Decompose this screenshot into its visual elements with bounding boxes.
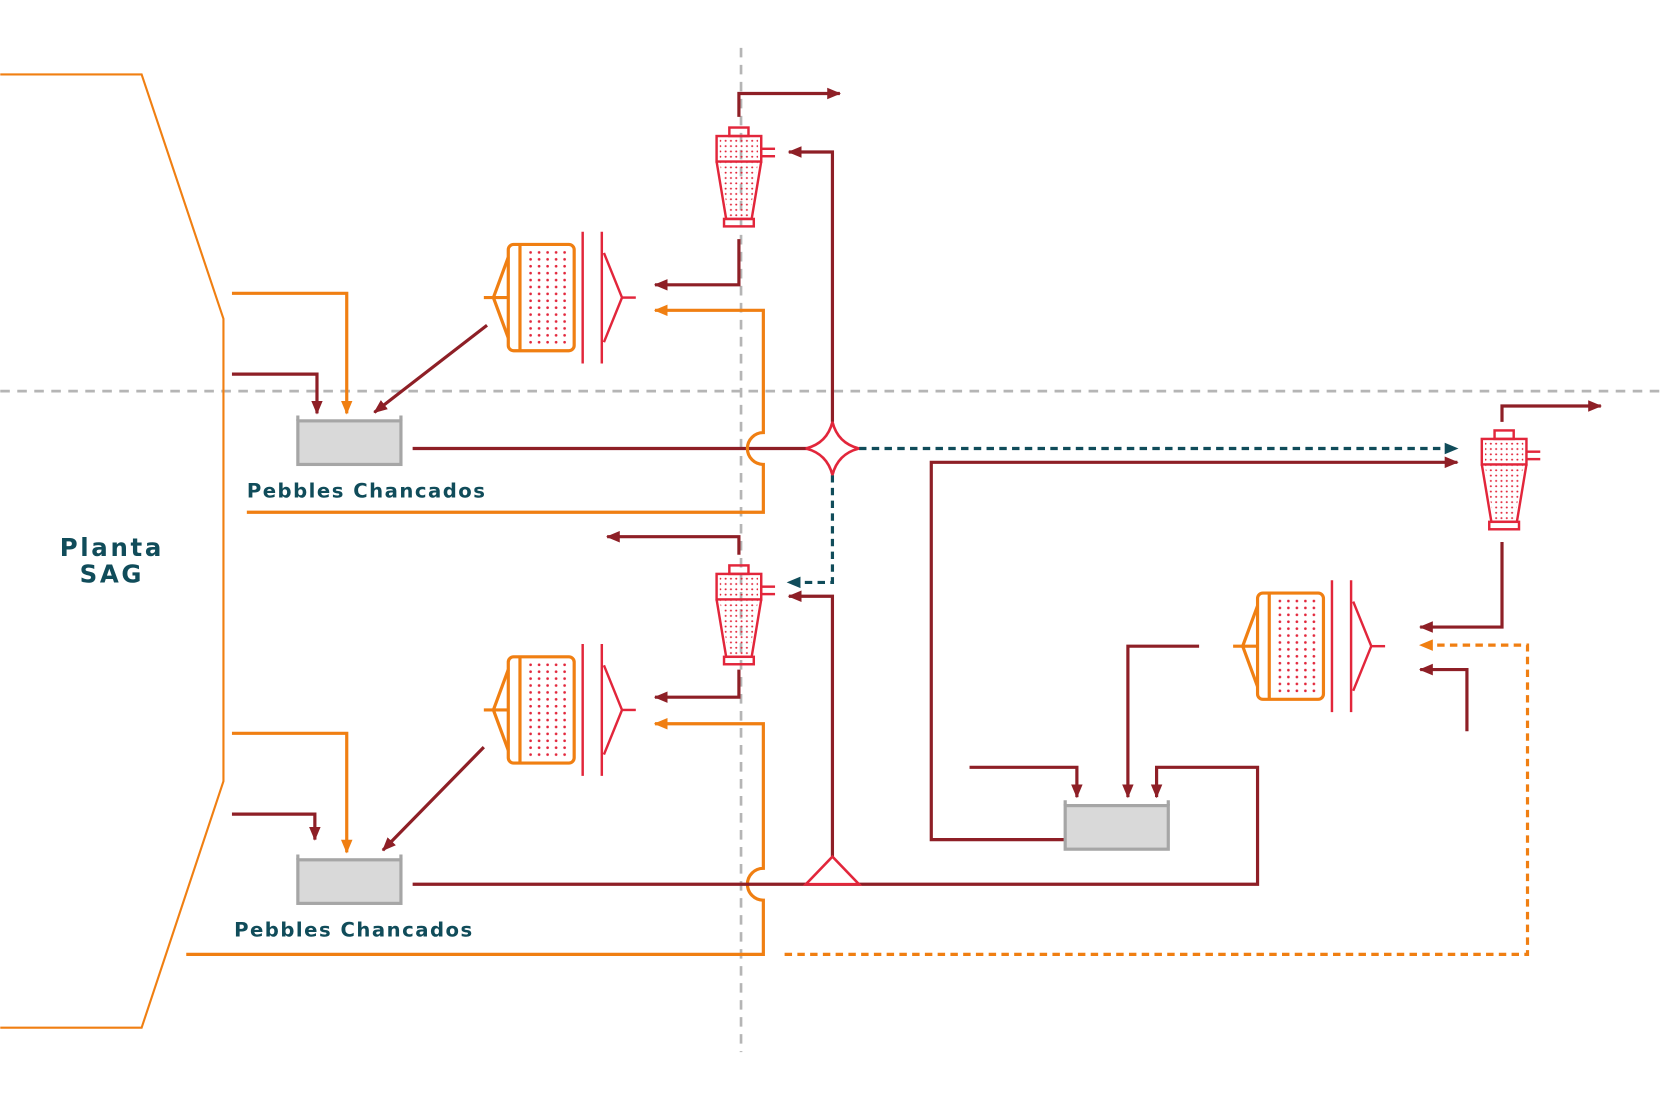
triangle-junction-icon (802, 854, 863, 886)
dark-feed-to-tank-2 (231, 812, 321, 841)
stockpile-label-1: Pebbles Chancados (247, 479, 487, 502)
orange-water-to-mill-1 (246, 304, 765, 514)
plant-label-line-2: SAG (80, 559, 145, 588)
junction-to-cyclone-2-feed (787, 590, 835, 857)
orange-feed-to-tank-2 (231, 731, 353, 854)
cyclone-3-overflow-line (1500, 400, 1602, 422)
tank-3-icon (1063, 798, 1170, 851)
cyclone-2-underflow-to-mill-2 (653, 669, 741, 703)
pebbles-tank-1-icon (296, 413, 403, 467)
splitter-to-cyclone-1-feed (787, 146, 835, 422)
tank-2-to-tank-3-line (412, 765, 1260, 886)
orange-dashed-water-to-mill-3 (784, 639, 1530, 956)
cyclone-1-overflow-line (737, 87, 842, 117)
plant-boundary (0, 73, 225, 1029)
cyclone-3-underflow-to-mill-3 (1419, 542, 1504, 633)
stockpile-label-2: Pebbles Chancados (234, 918, 474, 941)
orange-feed-to-tank-1 (231, 291, 353, 415)
plant-label-line-1: Planta (60, 533, 164, 562)
star-junction-icon (805, 421, 860, 476)
mill-2-discharge-to-tank-2 (381, 746, 485, 852)
mill-1-discharge-to-tank-1 (373, 323, 489, 414)
teal-feed-to-cyclone-2 (786, 475, 835, 589)
tank-3-to-cyclone-3-feed (929, 456, 1459, 842)
dark-feed-to-mill-3 (1419, 663, 1469, 732)
dark-feed-to-tank-1 (231, 372, 323, 415)
cyclone-2-overflow-line (605, 530, 741, 555)
dark-feed-to-tank-3-left (969, 765, 1083, 799)
mill-3-discharge-to-tank-3 (1122, 644, 1200, 799)
cyclone-1-underflow-to-mill-1 (653, 239, 741, 291)
pebbles-tank-2-icon (296, 852, 403, 905)
